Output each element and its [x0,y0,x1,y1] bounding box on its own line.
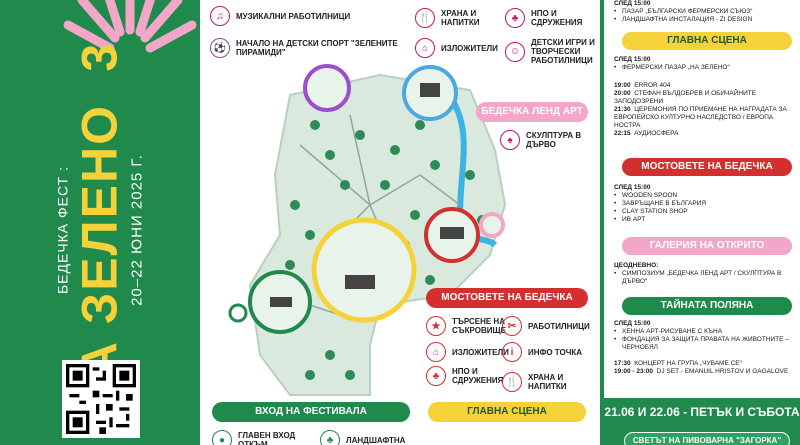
legend-ngo: ♣ НПО И СДРУЖЕНИЯ [505,8,595,28]
treasure-icon: ★ [426,316,446,336]
entrance-item-main: ● ГЛАВЕН ВХОД ОТКЪМ [212,430,322,445]
legend-sport: ⚽ НАЧАЛО НА ДЕТСКИ СПОРТ "ЗЕЛЕНИТЕ ПИРАМ… [210,38,410,58]
bridges-item-food: 🍴 ХРАНА И НАПИТКИ [502,372,592,392]
entrance-label: ВХОД НА ФЕСТИВАЛА [212,402,410,422]
landart-label: БЕДЕЧКА ЛЕНД АРТ [476,102,588,122]
workshop-icon: ✂ [502,316,522,336]
day-band: 21.06 И 22.06 - ПЕТЪК И СЪБОТА [604,398,800,426]
exhibitor-icon: ⌂ [415,38,435,58]
exhibitor-icon: ⌂ [426,342,446,362]
schedule-item: ПАЗАР „БЪЛГАРСКИ ФЕРМЕРСКИ СЪЮЗ“ [614,8,796,16]
info-icon: i [502,342,522,362]
festival-edition: 3 [71,43,128,72]
secret-glade-header: ТАЙНАТА ПОЛЯНА [622,297,792,315]
bridges-schedule: СЛЕД 15:00 WOODEN SPOON ЗАВРЪЩАНЕ В БЪЛГ… [614,184,796,224]
bridges-item-info: i ИНФО ТОЧКА [502,342,592,362]
qr-code[interactable] [62,360,140,438]
schedule-panel: СЛЕД 15:00 ПАЗАР „БЪЛГАРСКИ ФЕРМЕРСКИ СЪ… [600,0,800,445]
legend-sculpture: ♠ СКУЛПТУРА В ДЪРВО [500,130,590,150]
legend-music: ♫ МУЗИКАЛНИ РАБОТИЛНИЦИ [210,6,350,26]
gallery-schedule: ЦЕОДНЕВНО: СИМПОЗИУМ „БЕДЕЧКА ЛЕНД АРТ /… [614,262,796,286]
main-stage-label: ГЛАВНА СЦЕНА [428,402,586,422]
legend-food: 🍴 ХРАНА И НАПИТКИ [415,8,505,28]
location-pin-icon: ● [212,430,232,445]
zagorka-header: СВЕТЪТ НА ПИВОВАРНА "ЗАГОРКА" [624,432,790,445]
ngo-icon: ♣ [426,366,446,386]
location-pin-icon [228,303,248,323]
landscape-icon: ♣ [320,430,340,445]
bridges-label: МОСТОВЕТЕ НА БЕДЕЧКА [426,288,588,308]
legend-kids: ☺ ДЕТСКИ ИГРИ И ТВОРЧЕСКИ РАБОТИЛНИЦИ [505,38,595,65]
kids-icon: ☺ [505,41,525,62]
sunburst-graphic [63,0,197,53]
food-icon: 🍴 [415,8,435,28]
main-stage-schedule: СЛЕД 15:00 ФЕРМЕРСКИ ПАЗАР „НА ЗЕЛЕНО“ 1… [614,56,796,138]
main-stage-header: ГЛАВНА СЦЕНА [622,32,792,50]
bridges-item-ngo: ♣ НПО И СДРУЖЕНИЯ [426,366,506,386]
festival-poster-panel: БЕДЕЧКА ФЕСТ : НА ЗЕЛЕНО 3 20–22 ЮНИ 202… [0,0,200,445]
music-icon: ♫ [210,6,230,26]
bridges-header: МОСТОВЕТЕ НА БЕДЕЧКА [622,158,792,176]
schedule-top: СЛЕД 15:00 ПАЗАР „БЪЛГАРСКИ ФЕРМЕРСКИ СЪ… [614,0,796,24]
legend-exhibitors: ⌂ ИЗЛОЖИТЕЛИ [415,38,498,58]
gallery-header: ГАЛЕРИЯ НА ОТКРИТО [622,237,792,255]
qr-code-icon [66,364,136,434]
food-icon: 🍴 [502,372,522,392]
sport-icon: ⚽ [210,38,230,58]
ngo-icon: ♣ [505,8,525,28]
festival-map-panel: ♫ МУЗИКАЛНИ РАБОТИЛНИЦИ 🍴 ХРАНА И НАПИТК… [200,0,600,445]
bridges-item-workshops: ✂ РАБОТИЛНИЦИ [502,316,592,336]
park-map[interactable] [220,55,540,400]
sculpture-icon: ♠ [500,130,520,150]
secret-glade-schedule: СЛЕД 15:00 ХЕННА АРТ-РИСУВАНЕ С КЪНА ФОН… [614,320,796,376]
bridges-item-treasure: ★ ТЪРСЕНЕ НА СЪКРОВИЩЕ [426,316,506,336]
schedule-item: ЛАНДШАФТНА ИНСТАЛАЦИЯ - ZI DESIGN [614,16,796,24]
entrance-item-landscape: ♣ ЛАНДШАФТНА [320,430,410,445]
bridges-item-exhibitors: ⌂ ИЗЛОЖИТЕЛИ [426,342,509,362]
